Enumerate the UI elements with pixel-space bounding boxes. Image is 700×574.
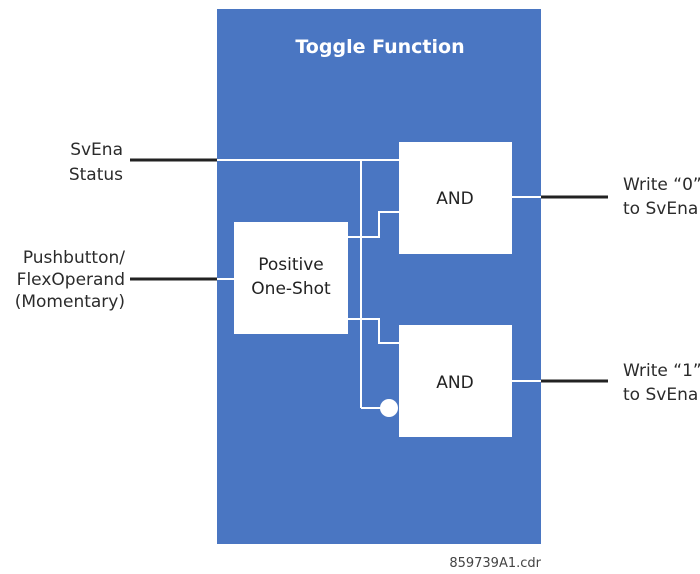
internal-wires [217, 159, 541, 409]
svena-label-line1: SvEna [70, 140, 123, 160]
one-shot-label-line2: One-Shot [251, 279, 331, 299]
inverter-bubble [380, 399, 398, 417]
pushbutton-label-line3: (Momentary) [15, 292, 125, 312]
pushbutton-label-line1: Pushbutton/ [23, 248, 125, 268]
file-reference: 859739A1.cdr [449, 556, 541, 571]
svena-label-line2: Status [69, 165, 123, 185]
and-bottom-label: AND [436, 373, 473, 393]
write-one-label-line2: to SvEna [623, 385, 698, 405]
panel-title: Toggle Function [295, 36, 464, 58]
and-top-label: AND [436, 189, 473, 209]
write-zero-label-line1: Write “0” [623, 175, 700, 195]
one-shot-label-line1: Positive [258, 255, 324, 275]
write-zero-label-line2: to SvEna [623, 199, 698, 219]
and-gate-bottom [399, 325, 512, 437]
pushbutton-label-line2: FlexOperand [17, 270, 125, 290]
write-one-label-line1: Write “1” [623, 361, 700, 381]
positive-one-shot-block [234, 222, 348, 334]
and-gate-top [399, 142, 512, 254]
